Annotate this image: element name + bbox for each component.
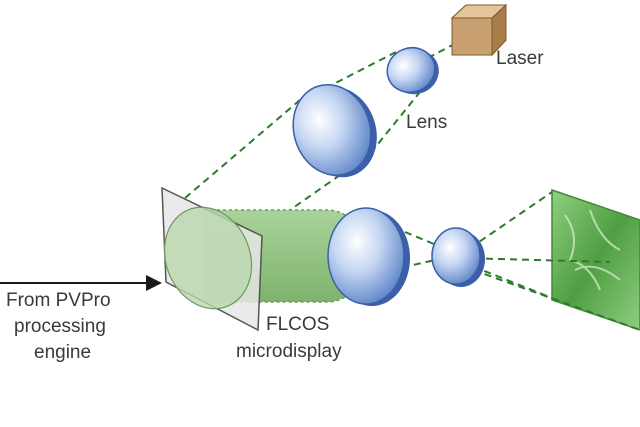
source-label-line1: From PVPro [6, 290, 111, 311]
laser-source-box [450, 3, 508, 57]
flcos-panel-plate [161, 186, 263, 332]
projection-screen [551, 188, 640, 331]
source-label-line3: engine [34, 342, 91, 363]
laser-label: Laser [496, 48, 544, 69]
lower-lens [327, 207, 410, 306]
upper-lens [292, 83, 377, 178]
small-top-lens [386, 47, 439, 95]
lens-label: Lens [406, 112, 447, 133]
source-label-line2: processing [14, 316, 106, 337]
microdisplay-label-line2: microdisplay [236, 341, 342, 362]
output-lens [431, 227, 485, 287]
input-arrow [0, 275, 162, 291]
microdisplay-label-line1: FLCOS [266, 314, 329, 335]
